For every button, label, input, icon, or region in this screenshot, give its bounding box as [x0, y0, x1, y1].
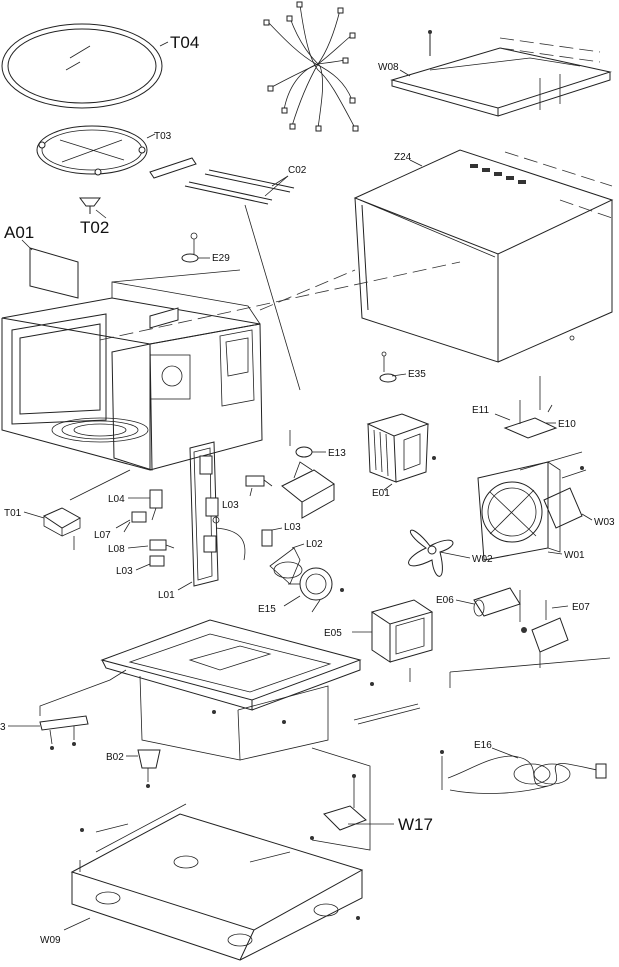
glass-tray-t04 [1, 23, 163, 109]
switch-l08 [149, 539, 175, 551]
label-e35: E35 [408, 369, 426, 380]
label-b02: B02 [106, 752, 124, 763]
label-e07: E07 [572, 602, 590, 613]
label-panel-a01 [29, 247, 79, 299]
rods-c02 [149, 157, 295, 205]
label-e01: E01 [372, 488, 390, 499]
coupler-t02 [79, 197, 101, 214]
bracket-e07 [519, 590, 569, 668]
label-l07: L07 [94, 530, 111, 541]
label-w03: W03 [594, 517, 615, 528]
transformer-e05 [370, 599, 434, 663]
bracket-w03 [543, 466, 587, 529]
switch-l03-right [261, 529, 273, 547]
base-plate-w09 [70, 803, 364, 961]
bracket-left [39, 715, 89, 750]
fuse-holder-e13 [281, 430, 335, 519]
label-z24: Z24 [394, 152, 412, 163]
label-e16: E16 [474, 740, 492, 751]
label-t04: T04 [170, 33, 199, 52]
fan-l02 [269, 547, 303, 585]
thermostat-e35 [379, 351, 397, 383]
roller-ring-t03 [36, 125, 148, 176]
label-c02: C02 [288, 165, 307, 176]
label-l04: L04 [108, 494, 125, 505]
label-w02: W02 [472, 554, 493, 565]
label-e13: E13 [328, 448, 346, 459]
power-cord-e16 [440, 750, 607, 794]
label-e29: E29 [212, 253, 230, 264]
label-e11: E11 [472, 405, 489, 416]
label-w09: W09 [40, 935, 61, 946]
oven-cavity [1, 269, 263, 471]
label-edge-3: 3 [0, 722, 6, 733]
cover-plate-w08 [390, 30, 612, 117]
label-l08: L08 [108, 544, 125, 555]
label-l03-right: L03 [284, 522, 301, 533]
label-w01: W01 [564, 550, 585, 561]
switch-l03-lower [149, 555, 165, 567]
switch-l07 [123, 511, 147, 533]
motor-e15 [288, 567, 344, 613]
label-a01: A01 [4, 223, 34, 242]
thermostat-e29 [181, 232, 199, 263]
label-e15: E15 [258, 604, 276, 615]
interlock-bracket [189, 441, 246, 587]
label-w08: W08 [378, 62, 399, 73]
label-l01: L01 [158, 590, 175, 601]
switch-l04 [149, 489, 163, 521]
magnetron-e01 [366, 413, 436, 483]
board-e10 [503, 376, 558, 439]
bracket-w17 [311, 747, 371, 851]
foot-b02 [137, 749, 161, 788]
label-e06: E06 [436, 595, 454, 606]
label-t01: T01 [4, 508, 22, 519]
wire-bundle [263, 1, 359, 132]
fan-blade-w02 [408, 529, 454, 577]
label-l03-upper: L03 [222, 500, 239, 511]
fan-duct-w01 [477, 461, 561, 561]
label-t03: T03 [154, 131, 172, 142]
label-w17: W17 [398, 815, 433, 834]
turntable-motor-t01 [42, 507, 82, 550]
base-tray [100, 619, 362, 761]
label-l02: L02 [306, 539, 323, 550]
label-t02: T02 [80, 218, 109, 237]
outer-case-z24 [353, 149, 614, 363]
capacitor-e06 [473, 587, 527, 633]
switch-l03-upper [245, 475, 273, 487]
label-l03-lower: L03 [116, 566, 133, 577]
label-e05: E05 [324, 628, 342, 639]
label-e10: E10 [558, 419, 576, 430]
